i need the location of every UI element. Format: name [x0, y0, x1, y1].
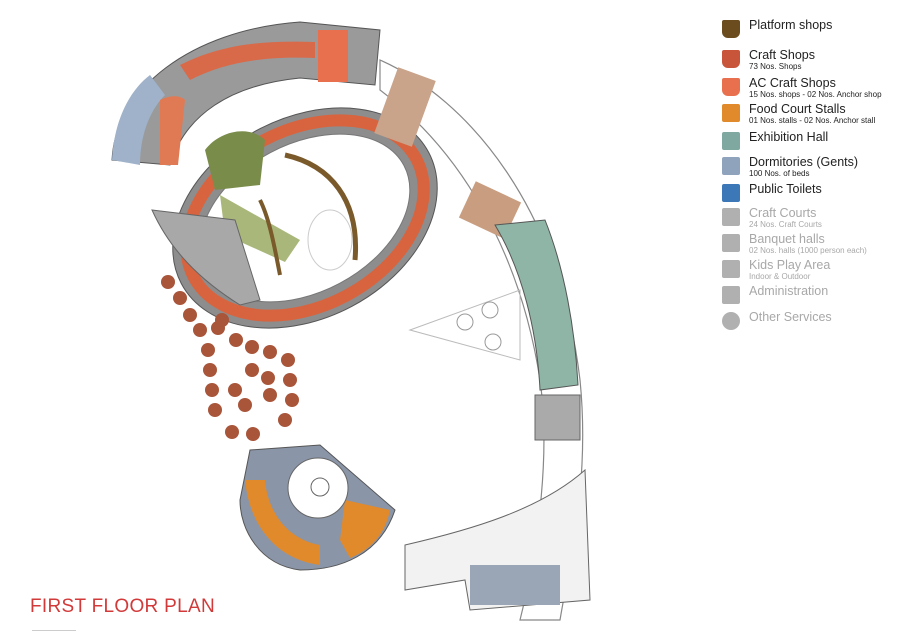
scissors-icon: [722, 208, 740, 226]
legend-label: Food Court Stalls: [749, 102, 846, 116]
food-court-stalls-2: [340, 500, 390, 558]
legend-sublabel: Indoor & Outdoor: [749, 272, 811, 281]
toilet-block: [470, 565, 560, 605]
arc-walkway-1: [284, 152, 359, 261]
craft-court-kiosks: [161, 275, 299, 441]
tree: [456, 313, 474, 331]
legend-item: Administration: [720, 284, 900, 310]
legend-sublabel: 24 Nos. Craft Courts: [749, 220, 822, 229]
central-rotunda: [287, 457, 349, 519]
canopy-plaza: [408, 289, 521, 361]
legend-label: Administration: [749, 284, 829, 298]
legend-item: Platform shops: [720, 18, 900, 44]
exhibition-hall: [494, 219, 579, 391]
platform-shops-block: [374, 67, 436, 147]
tree: [481, 301, 499, 319]
admin-person-icon: [722, 286, 740, 304]
legend-sublabel: 73 Nos. Shops: [749, 62, 802, 71]
legend-label: Dormitories (Gents): [749, 155, 859, 169]
legend-sublabel: 02 Nos. halls (1000 person each): [749, 246, 867, 255]
amphitheatre-seating: [205, 131, 265, 190]
title-underline: [32, 630, 76, 631]
legend-label: Public Toilets: [749, 182, 822, 196]
dormitory-block: [112, 75, 165, 165]
rotunda-core: [310, 477, 330, 497]
page-title: FIRST FLOOR PLAN: [30, 596, 215, 617]
legend-label: Kids Play Area: [749, 258, 831, 272]
toilet-icon: [722, 184, 740, 202]
legend-sublabel: 01 Nos. stalls - 02 Nos. Anchor stall: [749, 116, 876, 125]
legend-label: Banquet halls: [749, 232, 825, 246]
craft-shops-row: [180, 41, 315, 80]
basket-icon: [722, 50, 740, 68]
legend-label: AC Craft Shops: [749, 76, 836, 90]
slide-icon: [722, 260, 740, 278]
legend-label: Exhibition Hall: [749, 130, 829, 144]
service-core: [534, 394, 581, 441]
legend-label: Platform shops: [749, 18, 833, 32]
legend-item: Dormitories (Gents)100 Nos. of beds: [720, 155, 900, 181]
legend-item: Public Toilets: [720, 182, 900, 208]
legend-item: Other Services: [720, 310, 900, 336]
tree: [484, 333, 502, 351]
food-court-stalls: [245, 480, 320, 565]
legend-item: Exhibition Hall: [720, 130, 900, 156]
gear-icon: [722, 312, 740, 330]
legend-sublabel: 15 Nos. shops - 02 Nos. Anchor shop: [749, 90, 882, 99]
cloche-icon: [722, 234, 740, 252]
basket-icon: [722, 78, 740, 96]
legend-sublabel: 100 Nos. of beds: [749, 169, 810, 178]
legend-label: Craft Courts: [749, 206, 817, 220]
left-wing-block: [151, 209, 261, 306]
bunk-bed-icon: [722, 157, 740, 175]
exhibition-icon: [722, 132, 740, 150]
right-curved-spine: [379, 59, 584, 621]
anchor-shop: [318, 30, 348, 82]
basket-icon: [722, 20, 740, 38]
amphitheatre-steps: [220, 195, 300, 262]
fork-spoon-icon: [722, 104, 740, 122]
ac-craft-shops: [160, 96, 185, 165]
contour-mound: [307, 209, 353, 271]
legend-label: Craft Shops: [749, 48, 816, 62]
arc-walkway-2: [258, 199, 282, 276]
legend-label: Other Services: [749, 310, 832, 324]
